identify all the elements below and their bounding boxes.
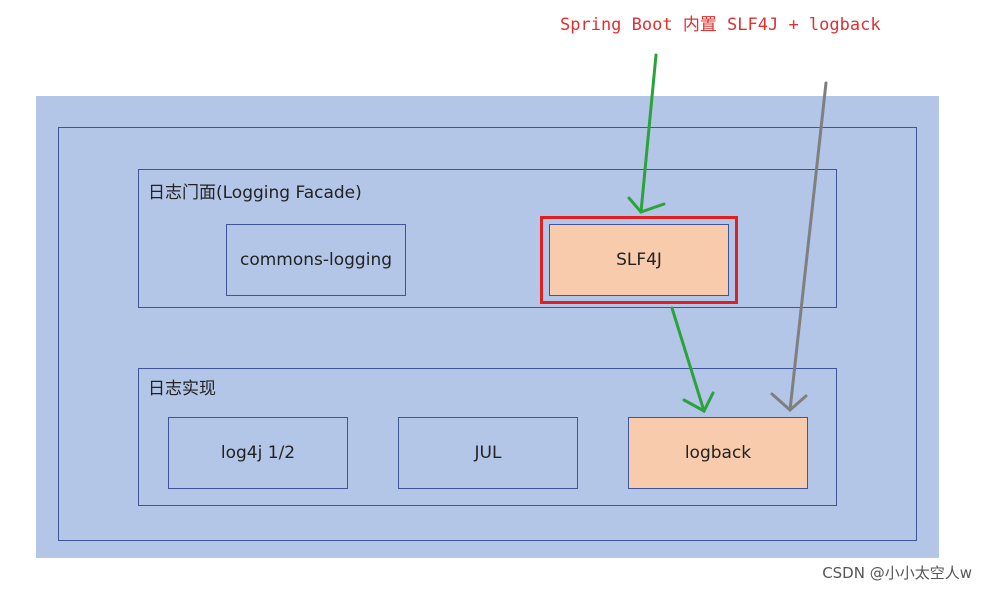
slf4j-highlight-frame [540,216,738,304]
slf4j-node: SLF4J [549,224,729,296]
commons-logging-node: commons-logging [226,224,406,296]
watermark: CSDN @小小太空人w [822,564,972,582]
logging-impl-group [138,368,837,506]
inner-frame [58,127,917,541]
logback-node: logback [628,417,808,489]
logging-facade-group [138,169,837,308]
log4j-node: log4j 1/2 [168,417,348,489]
logging-facade-title: 日志门面(Logging Facade) [148,183,362,203]
jul-node: JUL [398,417,578,489]
spring-boot-caption: Spring Boot 内置 SLF4J + logback [560,15,881,35]
logging-impl-title: 日志实现 [148,379,216,399]
